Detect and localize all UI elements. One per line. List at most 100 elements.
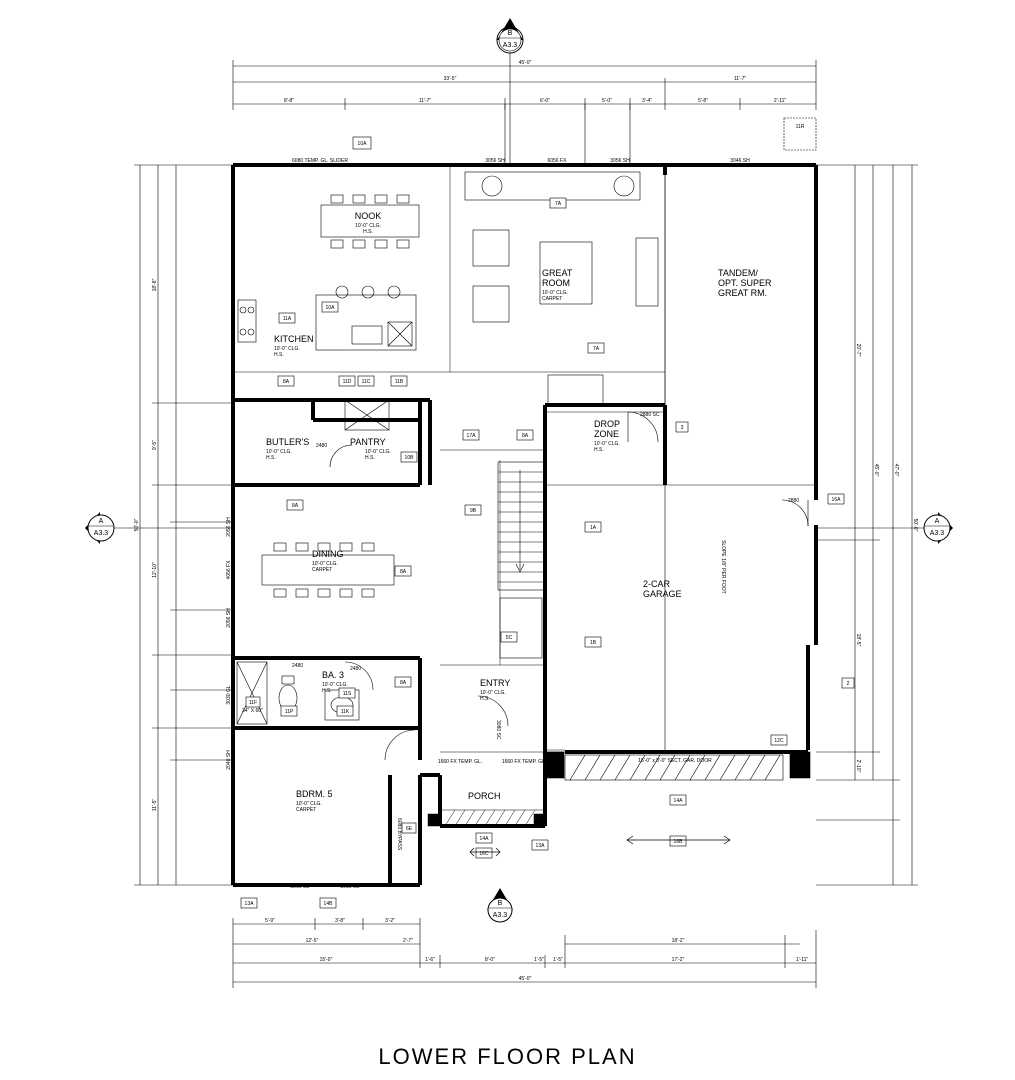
- room-pantry-sub-1: 10'-0" CLG.: [365, 449, 391, 455]
- room-tandem-3: GREAT RM.: [718, 288, 767, 298]
- plan-title: LOWER FLOOR PLAN: [378, 1044, 637, 1069]
- svg-text:11C: 11C: [362, 379, 371, 385]
- win-top-1: 6080 TEMP. GL. SLIDER: [292, 158, 348, 164]
- svg-text:3: 3: [681, 425, 684, 431]
- win-left-3: 2056 SH: [226, 608, 232, 628]
- dim-top-r2-1: 33'-5": [444, 76, 457, 82]
- tag-11d: 11D: [338, 375, 356, 387]
- room-bdrm5: BDRM. 5: [296, 789, 333, 799]
- tag-14b: 14B: [319, 897, 337, 909]
- section-top-letter: B: [508, 30, 513, 37]
- dim-left-2: 9'-5": [152, 440, 158, 450]
- dim-bot-r3-2: 1'-6": [425, 957, 435, 963]
- tag-11p: 11P: [280, 705, 298, 717]
- svg-text:1A: 1A: [590, 525, 597, 531]
- section-marker-right: A A3.3: [816, 512, 953, 544]
- svg-text:11D: 11D: [343, 379, 352, 385]
- tag-9b: 9B: [464, 504, 482, 516]
- tag-8a-ba: 8A: [394, 676, 412, 688]
- room-tandem-1: TANDEM/: [718, 268, 758, 278]
- tag-8a-kit: 8A: [277, 375, 295, 387]
- door-2480-c: 2480: [350, 666, 361, 672]
- tag-3: 3: [675, 421, 689, 433]
- dim-bot-r3-6: 17'-2": [672, 957, 685, 963]
- svg-text:16A: 16A: [832, 497, 842, 503]
- svg-text:14B: 14B: [324, 901, 334, 907]
- room-dining-sub-1: 10'-0" CLG.: [312, 561, 338, 567]
- tag-11a: 11A: [278, 312, 296, 324]
- win-top-2: 3056 SH: [485, 158, 505, 164]
- nook-table: [320, 194, 420, 249]
- tag-11r: 11R: [783, 117, 817, 151]
- dim-bot-overall: 45'-0": [519, 976, 532, 982]
- tag-8a-din2: 8A: [394, 565, 412, 577]
- dim-left-1: 18'-8": [152, 278, 158, 291]
- win-left-2: 4056 FX: [226, 560, 232, 580]
- dim-bot-r3-7: 1'-11": [796, 957, 809, 963]
- tag-16b: 16B: [669, 835, 687, 847]
- driveway-arrows: [469, 835, 731, 857]
- win-top-4: 3056 SH: [610, 158, 630, 164]
- room-ba3-sub-1: 10'-0" CLG.: [322, 682, 348, 688]
- tag-13a-bdrm: 13A: [240, 897, 258, 909]
- section-right-sheet: A3.3: [930, 530, 945, 537]
- win-top-3: 6056 FX: [548, 158, 568, 164]
- room-butlers-sub-2: H.S.: [266, 455, 276, 461]
- dim-top-r3-5: 3'-4": [642, 98, 652, 104]
- tag-11f: 11F: [245, 696, 261, 708]
- win-left-1: 2056 SH: [226, 517, 232, 537]
- garage-door-header: [545, 751, 811, 781]
- svg-text:10A: 10A: [326, 305, 336, 311]
- room-nook-sub-2: H.S.: [363, 229, 373, 235]
- dining-table: [261, 542, 395, 598]
- tag-10a-island: 10A: [321, 301, 339, 313]
- tag-2: 2: [841, 677, 855, 689]
- section-top-sheet: A3.3: [503, 42, 518, 49]
- dim-bot-r3-3: 8'-0": [485, 957, 495, 963]
- tag-12c: 12C: [770, 734, 788, 746]
- tag-14a-garage: 14A: [669, 794, 687, 806]
- section-bottom-sheet: A3.3: [493, 912, 508, 919]
- room-bdrm5-sub-2: CARPET: [296, 807, 316, 813]
- room-great-2: ROOM: [542, 278, 570, 288]
- dim-right-r3: 47'-0": [893, 464, 899, 477]
- svg-text:11B: 11B: [395, 379, 404, 385]
- section-right-letter: A: [935, 518, 940, 525]
- svg-text:11S: 11S: [343, 691, 352, 697]
- kitchen-island: [237, 285, 417, 431]
- win-top-5: 3046 SH: [730, 158, 750, 164]
- tag-1a: 1A: [584, 521, 602, 533]
- svg-text:1B: 1B: [590, 640, 597, 646]
- tag-16a: 16A: [827, 493, 845, 505]
- win-bot-2: 3016 GL: [340, 884, 359, 890]
- room-butlers-sub-1: 10'-0" CLG.: [266, 449, 292, 455]
- room-ba3: BA. 3: [322, 670, 344, 680]
- svg-text:8A: 8A: [400, 680, 407, 686]
- room-great-sub-2: CARPET: [542, 296, 562, 302]
- dim-top-r3-6: 5'-8": [698, 98, 708, 104]
- svg-text:9B: 9B: [470, 508, 477, 514]
- room-entry-sub-1: 10'-0" CLG.: [480, 690, 506, 696]
- dim-bot-r3-1: 15'-0": [320, 957, 333, 963]
- dim-top-r3-4: 5'-0": [602, 98, 612, 104]
- room-kitchen-sub-2: H.S.: [274, 352, 284, 358]
- room-labels: NOOK 10'-0" CLG. H.S. KITCHEN 10'-0" CLG…: [266, 211, 772, 813]
- svg-text:7A: 7A: [555, 201, 562, 207]
- section-marker-left: A A3.3: [85, 512, 233, 544]
- svg-text:14A: 14A: [480, 836, 490, 842]
- room-entry-sub-2: H.S.: [480, 696, 490, 702]
- plan-notes: SLOPE 1/8" PER FOOT 34" X 60" 6080 BYPAS…: [242, 412, 799, 851]
- svg-text:17A: 17A: [467, 433, 477, 439]
- right-dimension-lines: [816, 164, 918, 886]
- dim-bot-r3-4: 1'-5": [534, 957, 544, 963]
- dim-bot-r2-3: 18'-2": [672, 938, 685, 944]
- tag-16c: 16C: [475, 847, 493, 859]
- dim-right-r2-2: 18'-5": [855, 634, 861, 647]
- room-kitchen: KITCHEN: [274, 334, 314, 344]
- left-dimension-lines: [134, 164, 233, 886]
- room-bdrm5-sub-1: 10'-0" CLG.: [296, 801, 322, 807]
- door-2480-a: 2480: [316, 443, 327, 449]
- bottom-dimension-lines: [232, 918, 817, 988]
- tag-14a-porch: 14A: [475, 832, 493, 844]
